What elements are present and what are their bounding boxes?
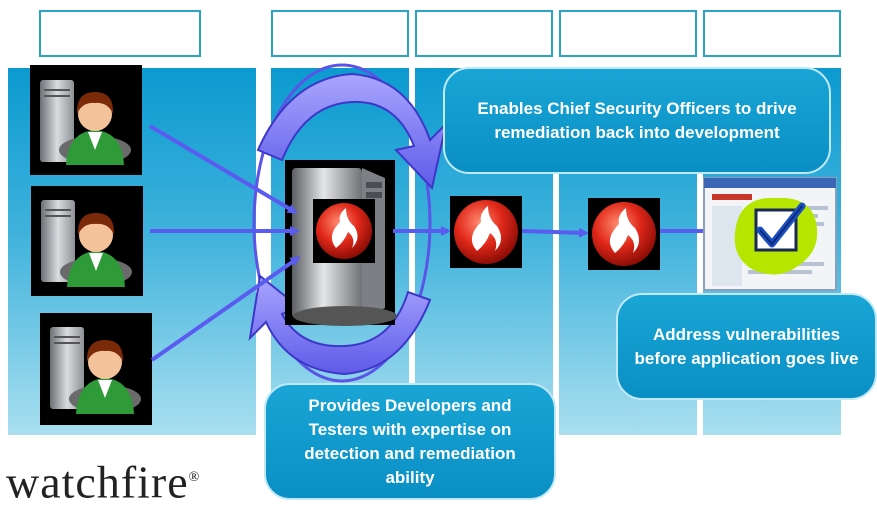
header-box-5 bbox=[703, 10, 841, 57]
watchfire-flame-icon-1 bbox=[313, 199, 375, 263]
callout-bottom-text: Provides Developers and Testers with exp… bbox=[304, 395, 516, 487]
feedback-loop-arrow-bottom bbox=[248, 274, 432, 376]
watchfire-flame-icon-2 bbox=[450, 196, 522, 268]
callout-address-vulnerabilities: Address vulnerabilities before applicati… bbox=[616, 293, 877, 400]
user-workstation-icon-1 bbox=[30, 65, 142, 175]
watchfire-flame-icon-3 bbox=[588, 198, 660, 270]
header-box-4 bbox=[559, 10, 697, 57]
feedback-loop-ring bbox=[252, 63, 432, 383]
watchfire-logo: watchfire® bbox=[6, 456, 201, 507]
header-box-2 bbox=[271, 10, 409, 57]
arrow-user3-to-server bbox=[150, 256, 301, 362]
header-box-3 bbox=[415, 10, 553, 57]
callout-chief-security-officers: Enables Chief Security Officers to drive… bbox=[443, 67, 831, 174]
user-workstation-icon-2 bbox=[31, 186, 143, 296]
callout-top-text: Enables Chief Security Officers to drive… bbox=[477, 98, 797, 142]
arrow-scanner2-to-scanner3 bbox=[521, 227, 589, 238]
header-box-1 bbox=[39, 10, 201, 57]
arrow-user1-to-server bbox=[148, 124, 298, 214]
user-workstation-icon-3 bbox=[40, 313, 152, 425]
feedback-loop-arrow-top bbox=[256, 72, 448, 191]
logo-text: watchfire bbox=[6, 456, 189, 507]
callout-developers-testers: Provides Developers and Testers with exp… bbox=[264, 383, 556, 500]
callout-right-text: Address vulnerabilities before applicati… bbox=[634, 324, 859, 368]
logo-registered-mark: ® bbox=[188, 470, 201, 485]
report-check-icon bbox=[703, 177, 837, 291]
